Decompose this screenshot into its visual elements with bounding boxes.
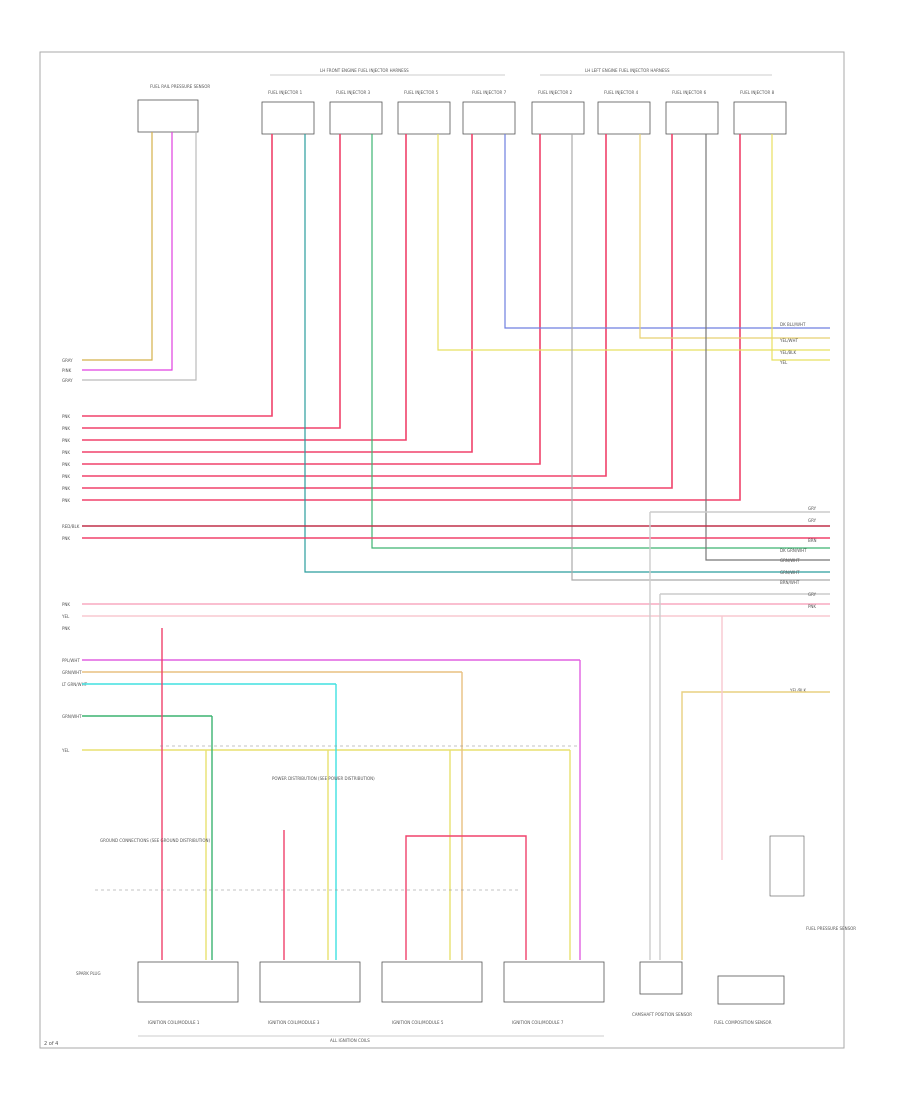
left-wire-label: YEL — [61, 748, 70, 753]
spark-plug-note: SPARK PLUG — [76, 971, 101, 976]
fuel-injector-2: FUEL INJECTOR 2 — [531, 90, 585, 135]
left-wire-label: PNK — [62, 438, 70, 443]
injector-label: FUEL INJECTOR 5 — [404, 90, 439, 95]
splice-note-2: POWER DISTRIBUTION (SEE POWER DISTRIBUTI… — [272, 776, 375, 781]
injector-label: FUEL INJECTOR 6 — [672, 90, 707, 95]
right-wire-label: YEL/BLK — [779, 350, 797, 355]
fuel-pressure-note: FUEL PRESSURE SENSOR — [806, 926, 856, 931]
fuel-injector-4: FUEL INJECTOR 4 — [597, 90, 651, 135]
injector-label: FUEL INJECTOR 8 — [740, 90, 775, 95]
injector-label: FUEL INJECTOR 7 — [472, 90, 507, 95]
coil-label: IGNITION COIL/MODULE 1 — [148, 1020, 200, 1025]
left-wire-label: YEL — [61, 614, 70, 619]
group-label-1: LH FRONT ENGINE FUEL INJECTOR HARNESS — [320, 68, 409, 73]
left-wire-label: PPL/WHT — [62, 658, 80, 663]
right-wire-label: YEL — [779, 360, 788, 365]
fuel-rail-sensor-label: FUEL RAIL PRESSURE SENSOR — [150, 84, 210, 89]
left-wire-label: PNK — [62, 474, 70, 479]
left-wire-label: PNK — [62, 626, 70, 631]
harness-wires — [82, 511, 830, 751]
splice-note: GROUND CONNECTIONS (SEE GROUND DISTRIBUT… — [100, 838, 210, 843]
left-wire-label: PNK — [62, 450, 70, 455]
left-wire-labels: GRAY PINK GRAY PNK PNK PNK PNK PNK PNK P… — [61, 358, 88, 753]
right-wire-label: GRY — [808, 592, 817, 597]
injector-label: FUEL INJECTOR 3 — [336, 90, 371, 95]
coil-group-label: ALL IGNITION COILS — [330, 1038, 370, 1043]
fuel-rail-sensor-wires — [82, 132, 197, 381]
left-wire-label: PNK — [62, 414, 70, 419]
injector-control-wires — [304, 134, 830, 581]
fuel-injector-5: FUEL INJECTOR 5 — [397, 90, 451, 135]
group-label-2: LH LEFT ENGINE FUEL INJECTOR HARNESS — [585, 68, 670, 73]
fuel-injector-6: FUEL INJECTOR 6 — [665, 90, 719, 135]
left-wire-label: GRAY — [62, 378, 73, 383]
left-wire-label: GRN/WHT — [62, 714, 82, 719]
fuel-injector-8: FUEL INJECTOR 8 — [733, 90, 787, 135]
diagram-frame — [39, 51, 845, 1049]
right-wire-label: GRN/WHT — [780, 570, 800, 575]
fuel-rail-pressure-sensor: FUEL RAIL PRESSURE SENSOR — [137, 84, 210, 133]
right-wire-label: YEL/WHT — [779, 338, 799, 343]
right-wire-label: BRN — [808, 538, 817, 543]
camshaft-position-sensor: CAMSHAFT POSITION SENSOR — [632, 961, 692, 1017]
right-wire-label: DK GRN/WHT — [780, 548, 807, 553]
fuel-composition-sensor: FUEL COMPOSITION SENSOR — [714, 975, 785, 1025]
right-wire-label: PNK — [808, 604, 816, 609]
coil-label: IGNITION COIL/MODULE 3 — [268, 1020, 320, 1025]
page-number: 2 of 4 — [44, 1041, 58, 1047]
fuel-injector-7: FUEL INJECTOR 7 — [462, 90, 516, 135]
ignition-coil-3: IGNITION COIL/MODULE 3 — [259, 961, 361, 1025]
left-wire-label: PNK — [62, 426, 70, 431]
right-wire-label: BRN/WHT — [780, 580, 800, 585]
injector-label: FUEL INJECTOR 4 — [604, 90, 639, 95]
left-wire-label: GRAY — [62, 358, 73, 363]
left-wire-label: PNK — [62, 536, 70, 541]
right-wire-label: GRY — [808, 518, 817, 523]
injector-feed-wires — [82, 134, 741, 501]
right-wire-label: DK BLU/WHT — [780, 322, 806, 327]
left-wire-label: PNK — [62, 602, 70, 607]
left-wire-label: RED/BLK — [62, 524, 80, 529]
ignition-coil-7: IGNITION COIL/MODULE 7 — [503, 961, 605, 1025]
left-wire-label: PINK — [62, 368, 72, 373]
left-wire-label: GRN/WHT — [62, 670, 82, 675]
coil-label: IGNITION COIL/MODULE 5 — [392, 1020, 444, 1025]
left-wire-label: PNK — [62, 498, 70, 503]
fuel-injector-1: FUEL INJECTOR 1 — [261, 90, 315, 135]
left-wire-label: PNK — [62, 486, 70, 491]
injector-label: FUEL INJECTOR 2 — [538, 90, 573, 95]
fcs-label: FUEL COMPOSITION SENSOR — [714, 1020, 772, 1025]
right-wire-labels: DK BLU/WHT YEL/WHT YEL/BLK YEL GRY GRY B… — [779, 322, 817, 693]
left-wire-label: PNK — [62, 462, 70, 467]
cmp-label: CAMSHAFT POSITION SENSOR — [632, 1012, 692, 1017]
right-wire-label: GRN/WHT — [780, 558, 800, 563]
coil-drop-wires — [161, 512, 830, 960]
right-wire-label: GRY — [808, 506, 817, 511]
ignition-coil-5: IGNITION COIL/MODULE 5 — [381, 961, 483, 1025]
fuel-injector-3: FUEL INJECTOR 3 — [329, 90, 383, 135]
injector-label: FUEL INJECTOR 1 — [268, 90, 303, 95]
left-wire-label: LT GRN/WHT — [62, 682, 88, 687]
ignition-coil-1: IGNITION COIL/MODULE 1 — [137, 961, 239, 1025]
coil-label: IGNITION COIL/MODULE 7 — [512, 1020, 564, 1025]
right-wire-label: YEL/BLK — [789, 688, 807, 693]
fuel-pressure-sensor-box — [769, 835, 805, 897]
